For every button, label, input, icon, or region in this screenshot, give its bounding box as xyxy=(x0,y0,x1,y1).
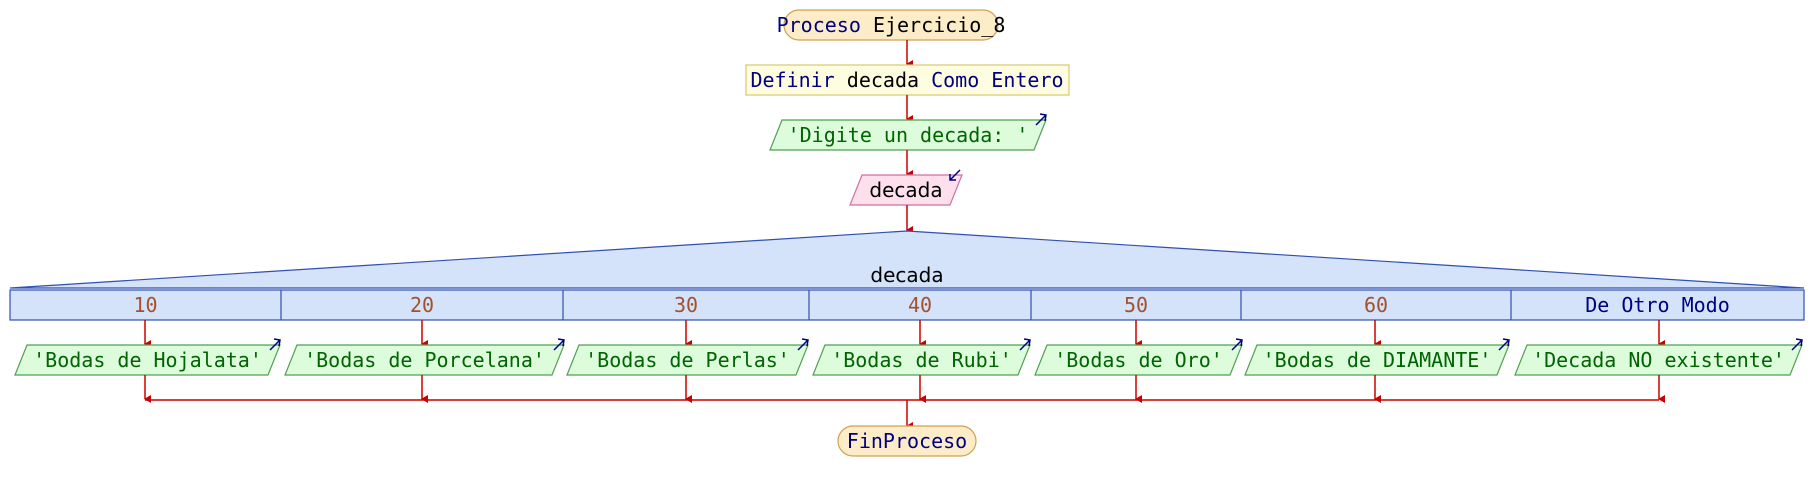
define-como-keyword: Como xyxy=(931,68,979,92)
output-prompt: 'Digite un decada: ' xyxy=(769,113,1047,151)
start-terminal: Proceso Ejercicio_8 xyxy=(777,9,1006,41)
input-arrow-icon xyxy=(949,169,961,181)
case-label: De Otro Modo xyxy=(1585,293,1730,317)
case-output: 'Bodas de Perlas' xyxy=(566,338,809,376)
input-read: decada xyxy=(849,169,963,206)
case-label: 60 xyxy=(1364,293,1388,317)
case-output-text: 'Bodas de Perlas' xyxy=(585,348,790,372)
define-variable: decada xyxy=(847,68,919,92)
output-arrow-icon xyxy=(1791,338,1803,351)
case-output-text: 'Bodas de Rubi' xyxy=(831,348,1012,372)
case-output: 'Bodas de Oro' xyxy=(1034,338,1243,376)
case-output: 'Bodas de Rubi' xyxy=(812,338,1031,376)
case-output-text: 'Bodas de Hojalata' xyxy=(33,348,262,372)
output-arrow-icon xyxy=(553,338,565,351)
svg-text:Definir decada Como Entero: Definir decada Como Entero xyxy=(750,68,1063,92)
switch-block: decada 10 20 30 40 50 60 De Otro Modo xyxy=(9,230,1805,321)
output-arrow-icon xyxy=(1498,338,1510,351)
output-arrow-icon xyxy=(1035,113,1047,126)
output-arrow-icon xyxy=(797,338,809,351)
case-label: 30 xyxy=(674,293,698,317)
output-arrow-icon xyxy=(1019,338,1031,351)
process-name: Ejercicio_8 xyxy=(873,13,1005,37)
input-variable: decada xyxy=(869,178,942,202)
define-keyword: Definir xyxy=(750,68,834,92)
case-output: 'Bodas de Porcelana' xyxy=(284,338,565,376)
output-arrow-icon xyxy=(269,338,281,351)
case-output: 'Bodas de Hojalata' xyxy=(14,338,281,376)
switch-variable: decada xyxy=(870,263,943,287)
case-output-text: 'Bodas de DIAMANTE' xyxy=(1263,348,1492,372)
case-output-text: 'Bodas de Oro' xyxy=(1054,348,1223,372)
start-keyword: Proceso xyxy=(777,13,861,37)
case-output: 'Decada NO existente' xyxy=(1514,338,1803,376)
case-output: 'Bodas de DIAMANTE' xyxy=(1244,338,1510,376)
define-type: Entero xyxy=(991,68,1063,92)
output-arrow-icon xyxy=(1231,338,1243,351)
output-prompt-text: 'Digite un decada: ' xyxy=(788,123,1029,147)
end-terminal: FinProceso xyxy=(837,425,977,457)
case-output-text: 'Decada NO existente' xyxy=(1532,348,1785,372)
case-label: 20 xyxy=(410,293,434,317)
case-label: 10 xyxy=(133,293,157,317)
define-statement: Definir decada Como Entero xyxy=(745,64,1070,96)
case-output-text: 'Bodas de Porcelana' xyxy=(304,348,545,372)
svg-text:Proceso Ejercicio_8: Proceso Ejercicio_8 xyxy=(777,13,1006,37)
end-keyword: FinProceso xyxy=(847,429,967,453)
case-bar xyxy=(9,289,1805,321)
case-label: 50 xyxy=(1124,293,1148,317)
case-label: 40 xyxy=(908,293,932,317)
